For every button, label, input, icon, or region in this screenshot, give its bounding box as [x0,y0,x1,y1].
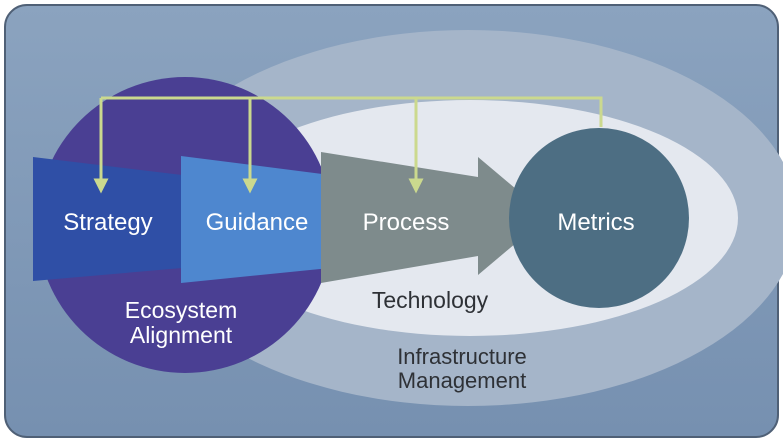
strategy-shape [33,157,182,281]
guidance-shape [181,156,330,283]
process-label: Process [363,209,450,236]
strategy-label: Strategy [63,209,152,236]
feedback-connectors [93,96,603,194]
connector-top-bar [101,96,603,127]
guidance-label: Guidance [206,209,309,236]
metrics-label: Metrics [557,209,634,236]
process-arrow [321,152,548,283]
ecosystem-label-line2: Alignment [130,322,233,348]
technology-label: Technology [372,287,489,313]
ecosystem-label-line1: Ecosystem [125,297,237,323]
infrastructure-label-line2: Management [398,368,526,393]
infrastructure-label-line1: Infrastructure [397,344,527,369]
metrics-circle [509,128,689,308]
